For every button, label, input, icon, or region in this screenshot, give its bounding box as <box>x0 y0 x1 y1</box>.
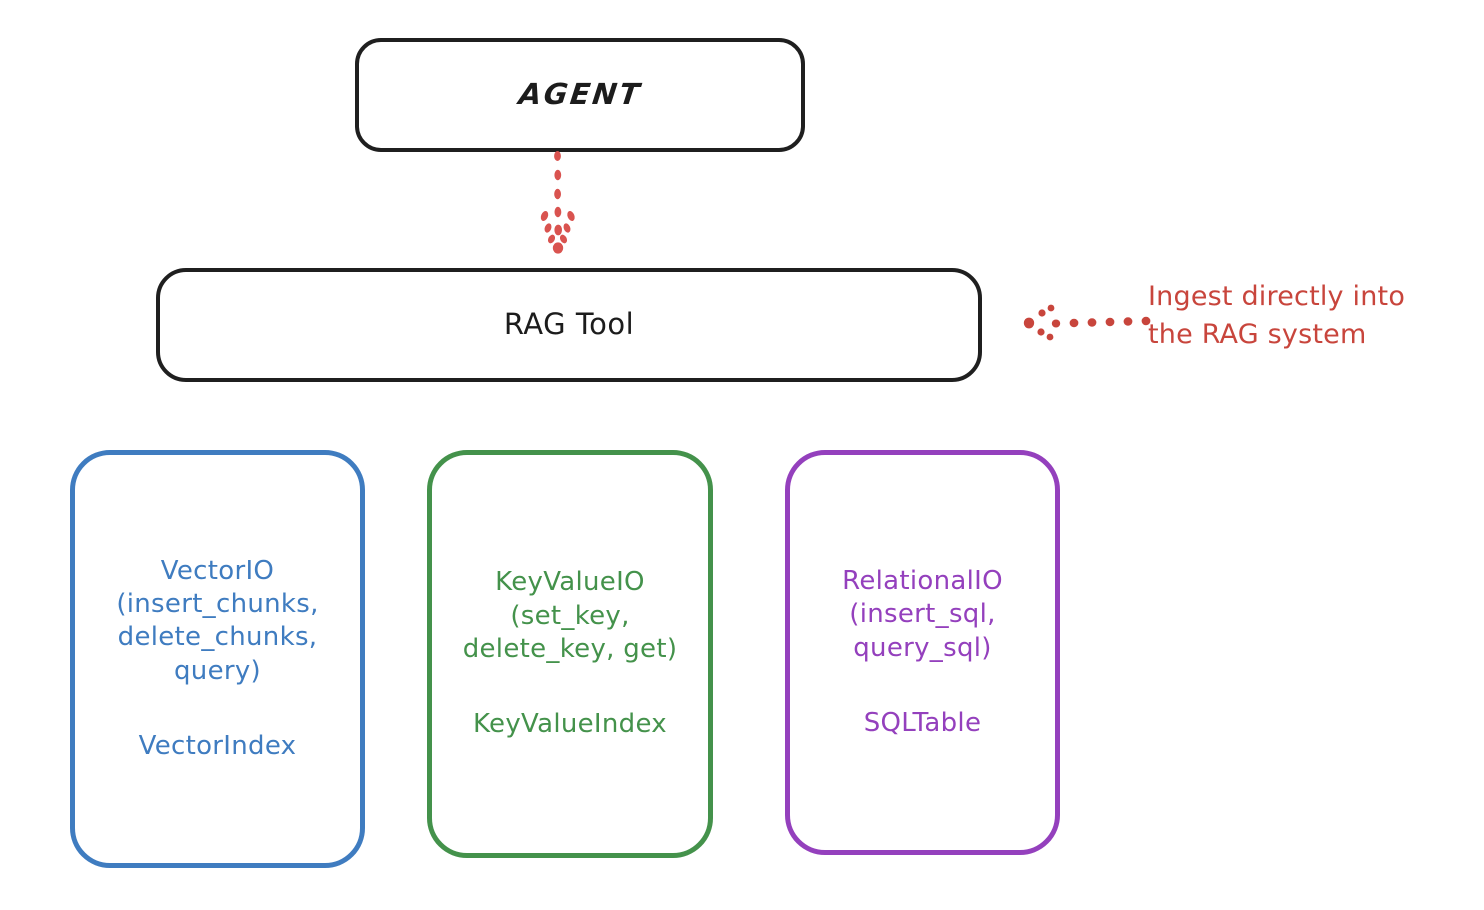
vectorio-index-label: VectorIndex <box>138 730 297 761</box>
agent-node[interactable]: AGENT <box>355 38 805 152</box>
relationalio-title: RelationalIO (insert_sql, query_sql) <box>842 565 1003 663</box>
keyvalueio-index-label: KeyValueIndex <box>472 709 667 740</box>
relationalio-node[interactable]: RelationalIO (insert_sql, query_sql) SQL… <box>785 450 1060 855</box>
rag-tool-node-label: RAG Tool <box>503 307 635 342</box>
agent-node-label: AGENT <box>516 77 644 112</box>
vectorio-node[interactable]: VectorIO (insert_chunks, delete_chunks, … <box>70 450 365 868</box>
ingest-annotation-arrow <box>1023 304 1151 341</box>
keyvalueio-node[interactable]: KeyValueIO (set_key, delete_key, get) Ke… <box>427 450 713 858</box>
ingest-annotation-text: Ingest directly into the RAG system <box>1148 281 1406 351</box>
relationalio-index-label: SQLTable <box>863 707 982 738</box>
keyvalueio-title: KeyValueIO (set_key, delete_key, get) <box>462 567 678 664</box>
agent-to-rag-tool-arrow <box>540 151 575 254</box>
rag-tool-node[interactable]: RAG Tool <box>156 268 982 382</box>
vectorio-title: VectorIO (insert_chunks, delete_chunks, … <box>116 555 319 686</box>
